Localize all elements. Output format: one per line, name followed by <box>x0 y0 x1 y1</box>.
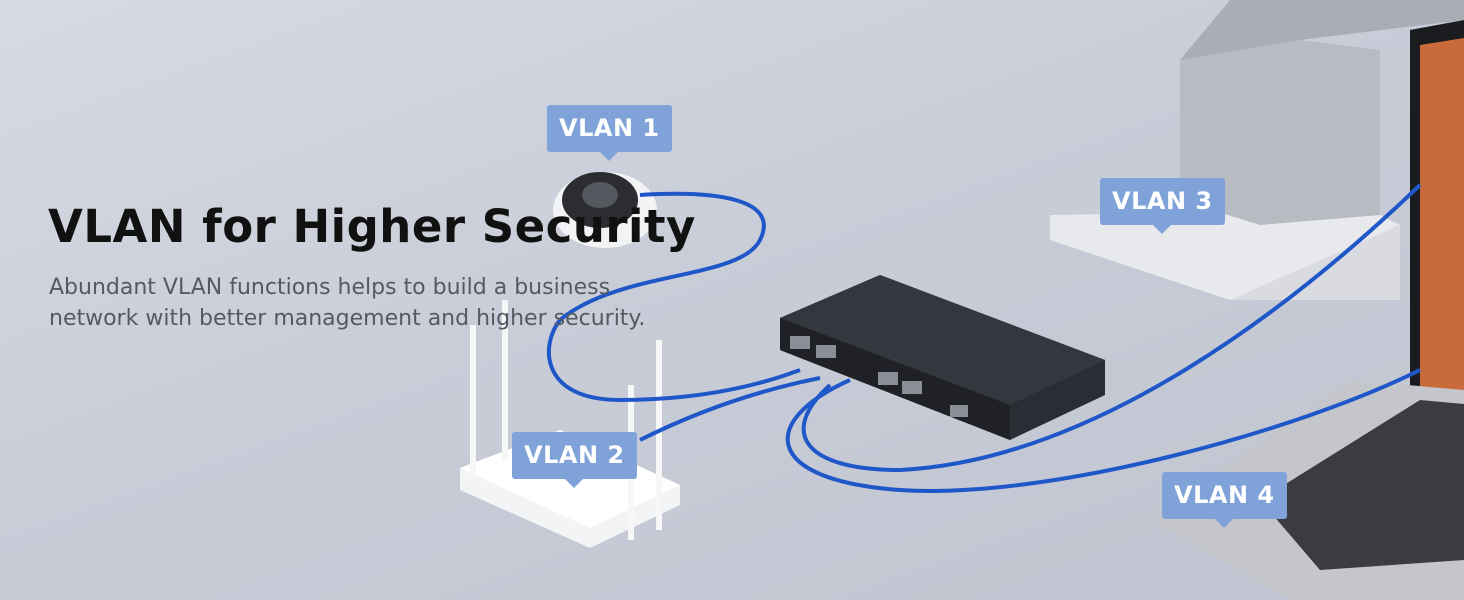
subtitle-line-2: network with better management and highe… <box>49 306 646 331</box>
laptop-icon <box>1150 20 1464 600</box>
subtitle-line-1: Abundant VLAN functions helps to build a… <box>49 275 611 300</box>
security-camera-icon <box>553 172 657 248</box>
tag-pointer <box>600 152 619 161</box>
vlan-3-label: VLAN 3 <box>1100 178 1225 225</box>
vlan-4-tag: VLAN 4 <box>1162 472 1287 528</box>
vlan-3-tag: VLAN 3 <box>1100 178 1225 234</box>
vlan-2-label: VLAN 2 <box>512 432 637 479</box>
network-switch-icon <box>780 275 1105 440</box>
tag-pointer <box>1153 225 1172 234</box>
vlan-2-tag: VLAN 2 <box>512 432 637 488</box>
vlan-4-label: VLAN 4 <box>1162 472 1287 519</box>
desktop-monitor-icon <box>1050 0 1464 300</box>
network-cables <box>546 183 1422 493</box>
tag-pointer <box>1215 519 1234 528</box>
page-subtitle: Abundant VLAN functions helps to build a… <box>49 272 709 334</box>
tag-pointer <box>565 479 584 488</box>
router-icon <box>460 300 680 548</box>
vlan-1-label: VLAN 1 <box>547 105 672 152</box>
vlan-1-tag: VLAN 1 <box>547 105 672 161</box>
page-title: VLAN for Higher Security <box>48 200 696 253</box>
